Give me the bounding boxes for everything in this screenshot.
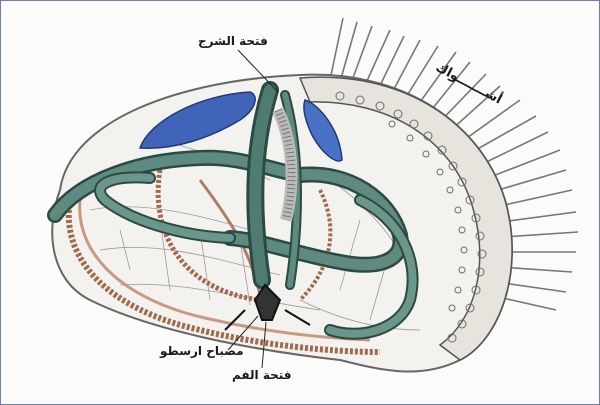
label-anus-opening: فتحة الشرج	[198, 34, 268, 48]
label-aristotle-lantern: مصباح ارسطو	[160, 344, 244, 358]
label-mouth-opening: فتحة الفم	[232, 368, 292, 382]
